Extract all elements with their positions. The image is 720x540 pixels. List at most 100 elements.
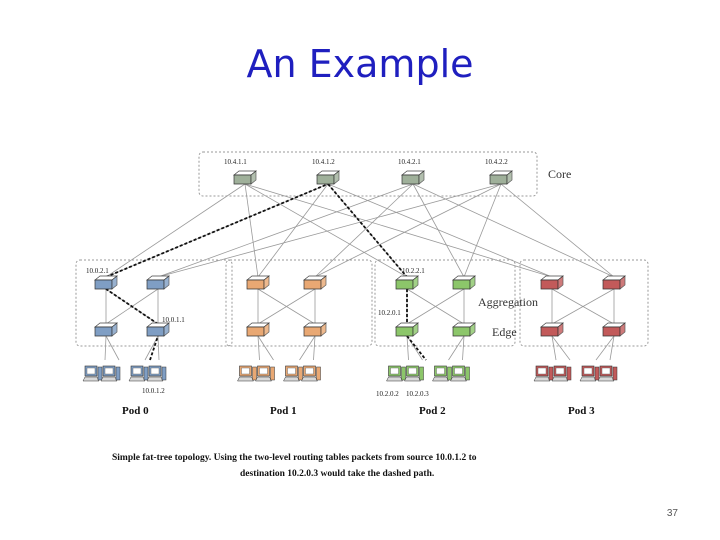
dashed-route-segment [327,183,408,278]
agg-edge-link [551,288,615,325]
edge-switch-icon [94,322,118,337]
fat-tree-figure: 10.4.1.1 10.4.1.2 10.4.2.1 10.4.2.2 10.0… [62,140,662,490]
pod2-host-a-label: 10.2.0.2 [376,390,399,398]
edge-host-link [104,335,107,361]
aggregation-switch-icon [452,275,476,290]
edge-host-link [551,335,571,361]
core-agg-link [500,183,615,278]
host-computer-icon [146,365,167,382]
edge-host-link [551,335,557,361]
core-group-box [198,151,538,197]
pod0-edge-label: 10.0.1.1 [162,316,185,324]
edge-host-link [609,335,615,361]
page-number: 37 [666,508,678,519]
pod-3-label: Pod 3 [568,405,595,417]
host-computer-icon [255,365,275,382]
core-agg-link [412,183,465,278]
edge-host-link [157,335,160,361]
aggregation-switch-icon [246,275,270,290]
edge-host-link [406,335,423,361]
edge-switch-icon [540,322,564,337]
switches [94,170,626,337]
core-agg-link [314,183,502,278]
hosts [82,365,618,382]
edge-switch-icon [146,322,170,337]
aggregation-switch-icon [303,275,327,290]
host-computer-icon [237,365,257,382]
pod-1-box [225,259,373,347]
pod-1-label: Pod 1 [270,405,297,417]
host-computer-icon [82,365,103,382]
host-computer-icon [404,365,424,382]
edge-switch-icon [452,322,476,337]
core-agg-link [157,183,502,278]
edge-host-link [462,335,465,361]
caption-line-2: destination 10.2.0.3 would take the dash… [240,469,434,479]
edge-switch-icon [602,322,626,337]
dashed-route-segment [406,335,427,361]
aggregation-switch-icon [146,275,170,290]
edge-switch-icon [303,322,327,337]
host-computer-icon [597,365,618,382]
edge-host-link [299,335,316,361]
host-computer-icon [128,365,149,382]
core-agg-link [314,183,414,278]
slide-title: An Example [246,42,474,86]
aggregation-switch-icon [540,275,564,290]
core-agg-link [327,183,553,278]
aggregation-switch-icon [395,275,419,290]
edge-host-link [105,335,120,361]
host-computer-icon [432,365,452,382]
core-agg-link [244,183,408,278]
core-layer-label: Core [548,167,571,181]
pod-2-label: Pod 2 [419,405,446,417]
dashed-route-segment [105,288,159,325]
pod-0-box [75,259,233,347]
agg-edge-link [406,288,465,325]
pod2-host-b-label: 10.2.0.3 [406,390,429,398]
edge-host-link [595,335,615,361]
edge-switch-icon [395,322,419,337]
pod2-edge-label: 10.2.0.1 [378,309,401,317]
core-switch-icon [489,170,513,185]
pod2-agg-label: 10.2.2.1 [402,267,425,275]
core-agg-link [244,183,553,278]
fat-tree-diagram: 10.4.1.1 10.4.1.2 10.4.2.1 10.4.2.2 10.0… [75,151,649,479]
network-links [104,183,615,361]
agg-edge-link [257,288,316,325]
pod-3-box [519,259,649,347]
dashed-route-segment [105,183,329,278]
core-agg-link [244,183,259,278]
dashed-route-segment [149,335,159,361]
host-computer-icon [100,365,121,382]
core-label-3: 10.4.2.1 [398,158,421,166]
aggregation-layer-label: Aggregation [478,295,538,309]
edge-switch-icon [246,322,270,337]
aggregation-switch-icon [94,275,118,290]
edge-host-link [257,335,260,361]
edge-layer-label: Edge [492,325,517,339]
host-computer-icon [283,365,303,382]
host-computer-icon [450,365,470,382]
host-computer-icon [551,365,572,382]
edge-host-link [313,335,316,361]
pod0-host-label: 10.0.1.2 [142,387,165,395]
core-agg-link [157,183,414,278]
pod-0-label: Pod 0 [122,405,149,417]
host-computer-icon [386,365,406,382]
host-computer-icon [533,365,554,382]
edge-host-link [406,335,409,361]
pod0-agg-label: 10.0.2.1 [86,267,109,275]
core-switch-icon [233,170,257,185]
pod-2-box [374,259,516,347]
edge-host-link [448,335,465,361]
core-label-4: 10.4.2.2 [485,158,508,166]
core-agg-link [257,183,329,278]
caption-line-1: Simple fat-tree topology. Using the two-… [112,453,477,463]
aggregation-switch-icon [602,275,626,290]
core-agg-link [412,183,615,278]
core-agg-link [105,183,246,278]
edge-host-link [257,335,274,361]
core-label-2: 10.4.1.2 [312,158,335,166]
core-label-1: 10.4.1.1 [224,158,247,166]
